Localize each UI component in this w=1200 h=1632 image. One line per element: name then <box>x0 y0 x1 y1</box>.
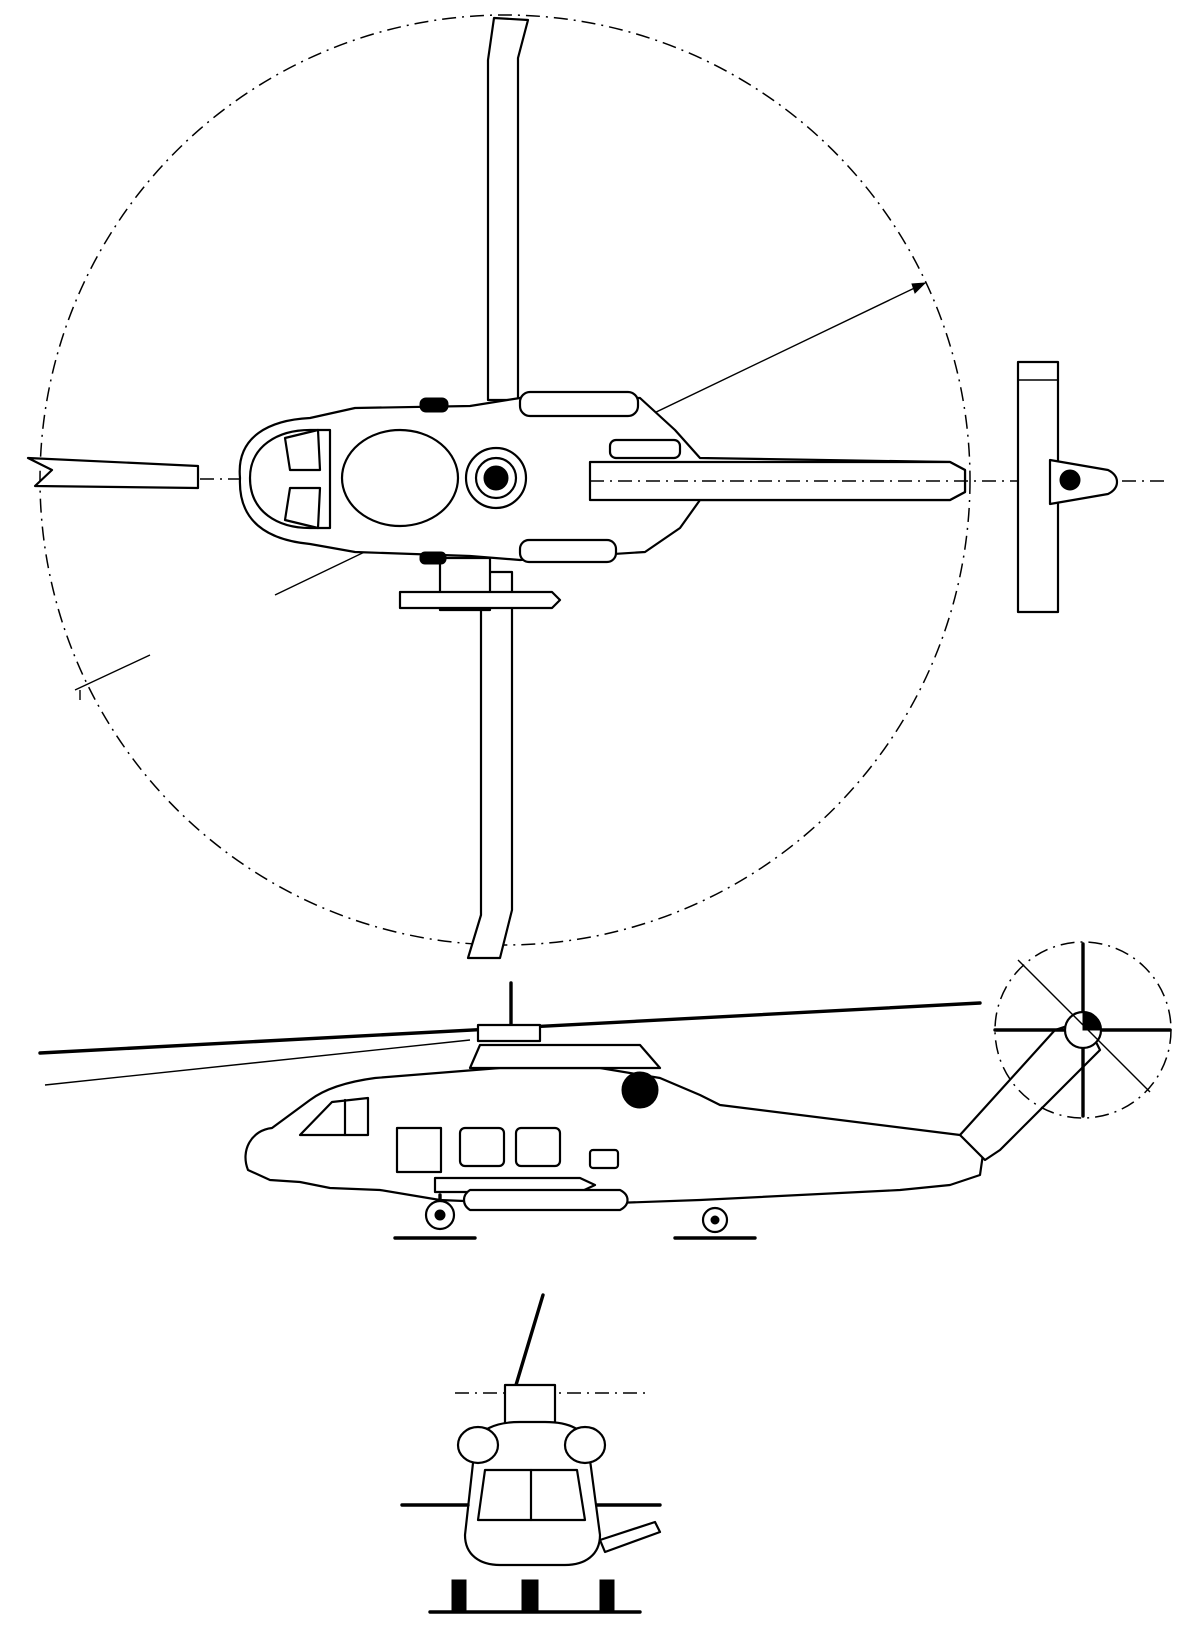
fuselage-side <box>244 1066 987 1207</box>
engine-nacelle-upper <box>518 390 640 418</box>
cabin-window-1 <box>458 1126 506 1168</box>
engine-inlet-right <box>563 1425 607 1465</box>
rotor-hub-core <box>483 465 509 491</box>
cabin-window-2 <box>514 1126 562 1168</box>
left-radius-leader <box>74 654 151 700</box>
tail-boom <box>588 460 967 502</box>
front-view <box>400 1293 662 1614</box>
exhaust-upper <box>608 438 682 460</box>
fuel-tank-side <box>462 1188 629 1212</box>
cockpit-windows <box>283 428 322 530</box>
sensor-blister-upper <box>419 397 449 413</box>
tail-wheel-hub <box>710 1215 720 1225</box>
rotor-blade-up <box>486 16 530 402</box>
rotor-blade-down <box>466 570 514 960</box>
rotor-hub-ring <box>474 456 518 500</box>
main-rotor-lower-blade <box>44 1039 471 1086</box>
tail-rotor-hub-shading <box>1082 1011 1102 1031</box>
sensor-blister-lower <box>419 551 447 565</box>
front-wheel-left <box>451 1579 467 1613</box>
rotor-hub-side <box>476 1023 542 1043</box>
side-view <box>38 941 1172 1240</box>
engine-cowling-side <box>468 1043 662 1070</box>
torpedo-side <box>433 1176 597 1194</box>
front-rotor-mast <box>503 1383 557 1427</box>
main-wheel-hub <box>434 1209 446 1221</box>
exhaust-port-side <box>621 1071 659 1109</box>
rotor-blade-left <box>26 456 200 490</box>
front-store-right <box>598 1520 662 1554</box>
top-view <box>26 14 1170 960</box>
tail-gearbox-top <box>1059 469 1081 491</box>
cabin-door-window <box>395 1126 443 1174</box>
cabin-window-3 <box>588 1148 620 1170</box>
engine-inlet-left <box>456 1425 500 1465</box>
cabin-roof <box>340 428 460 528</box>
cockpit-outline <box>248 428 332 530</box>
diameter-arrow-head <box>911 282 927 294</box>
fuselage-front <box>463 1420 602 1567</box>
tail-rotor-dimension <box>1017 959 1151 1093</box>
windscreen-front <box>476 1468 587 1522</box>
front-wheel-center <box>521 1579 539 1613</box>
front-wheel-right <box>599 1579 615 1613</box>
engine-nacelle-lower <box>518 538 618 564</box>
torpedo-stores <box>398 590 562 610</box>
